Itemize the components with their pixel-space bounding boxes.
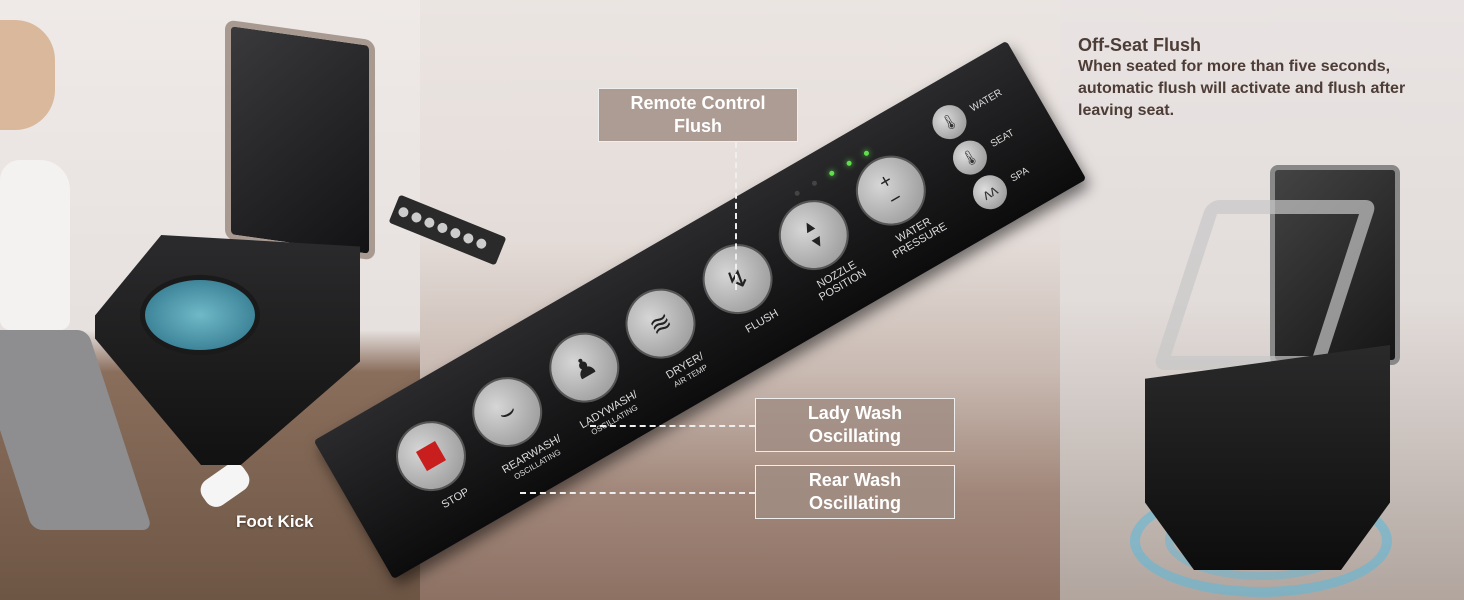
left-toilet-bowl <box>140 275 260 355</box>
person-body <box>0 160 70 330</box>
seat-label: SEAT <box>988 127 1017 150</box>
seat-temp-button[interactable]: 🌡 <box>946 134 994 181</box>
off-seat-description: When seated for more than five seconds, … <box>1078 58 1406 119</box>
off-seat-title: Off-Seat Flush <box>1078 35 1202 55</box>
rear-wash-callout: Rear Wash Oscillating <box>755 465 955 519</box>
seat-temperature-icon: 🌡 <box>957 145 983 171</box>
led-4 <box>845 159 853 167</box>
stop-square-icon <box>415 441 447 472</box>
remote-control-flush-callout: Remote Control Flush <box>598 88 798 142</box>
spa-label: SPA <box>1008 165 1032 185</box>
led-3 <box>828 169 836 177</box>
plus-minus-icon: +− <box>875 169 907 212</box>
stop-label: STOP <box>439 485 472 512</box>
off-seat-flush-block: Off-Seat Flush When seated for more than… <box>1078 34 1458 122</box>
water-label: WATER <box>968 87 1005 115</box>
dryer-label: DRYER/AIR TEMP <box>664 350 710 390</box>
left-toilet-lid <box>225 19 375 261</box>
spa-icon: ʌʌ <box>979 181 1001 204</box>
rear-wash-icon: ⌣ <box>491 393 522 429</box>
flush-icon: ↯ <box>720 260 755 298</box>
water-temp-button[interactable]: 🌡 <box>926 98 973 146</box>
rear-wash-leader <box>520 492 755 494</box>
flush-label: FLUSH <box>743 307 781 336</box>
person-head <box>0 20 55 130</box>
right-toilet-body <box>1145 345 1390 570</box>
led-5 <box>863 149 870 157</box>
up-down-arrows-icon: ▲▼ <box>797 215 830 254</box>
spa-button[interactable]: ʌʌ <box>966 169 1014 216</box>
lady-wash-leader <box>590 425 755 427</box>
foot-kick-label: Foot Kick <box>236 512 314 531</box>
lady-wash-callout: Lady Wash Oscillating <box>755 398 955 452</box>
led-2 <box>811 179 818 187</box>
right-toilet-lid <box>1270 165 1400 365</box>
remote-flush-leader <box>735 142 737 290</box>
water-temperature-icon: 🌡 <box>937 110 963 135</box>
led-1 <box>793 189 801 197</box>
dryer-icon: ≋ <box>643 304 678 342</box>
lady-wash-icon: ♟ <box>566 348 602 386</box>
